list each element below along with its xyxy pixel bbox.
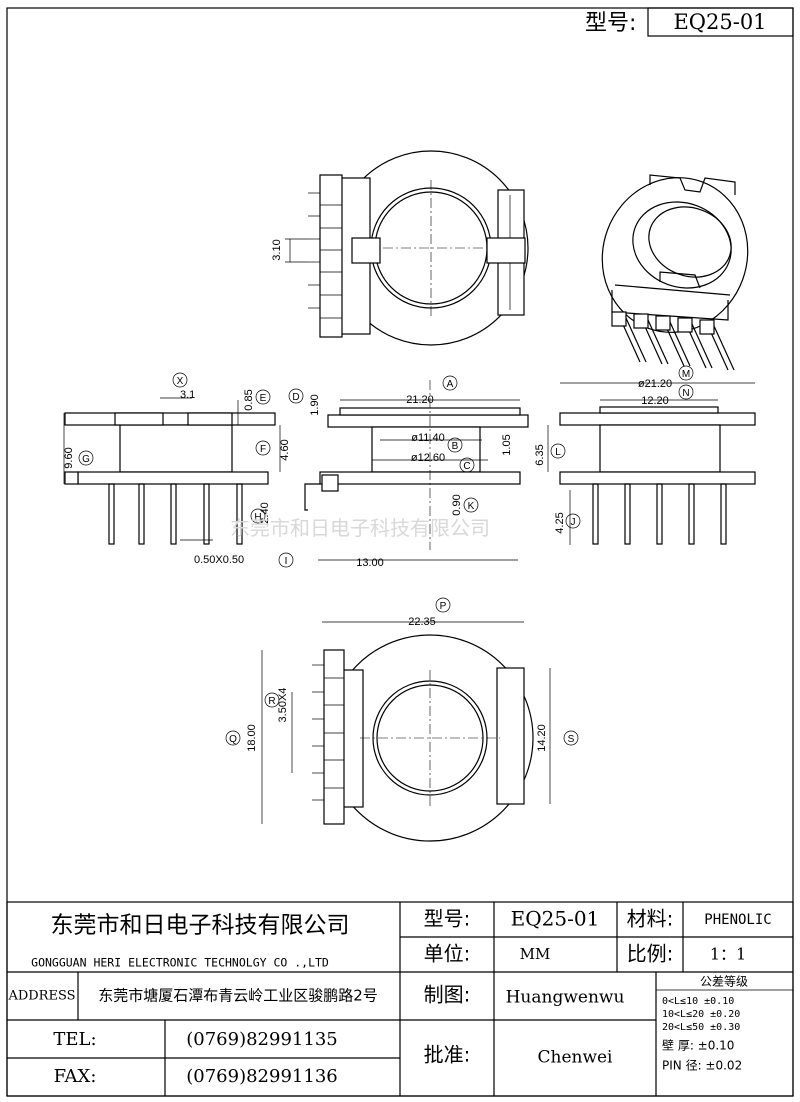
callout-a: A (442, 375, 458, 391)
company-en: GONGGUAN HERI ELECTRONIC TECHNOLGY CO .,… (31, 956, 329, 970)
svg-text:L: L (555, 447, 561, 458)
dim-inner-height: 1.05 (501, 434, 513, 455)
tolerance-1: 0<L≤10 ±0.10 (662, 996, 734, 1007)
wall-thickness: 壁 厚: ±0.10 (662, 1038, 734, 1053)
dim-j: 4.25 (554, 512, 566, 533)
callout-l: L (550, 443, 566, 459)
side-view-right: ø21.20 12.20 6.35 4.25 (534, 378, 756, 545)
callout-m: M (678, 365, 694, 381)
fax-label: FAX: (54, 1066, 97, 1087)
callout-i: I (278, 552, 294, 568)
header-model: 型号: EQ25-01 (585, 7, 794, 37)
callouts: A B C D E F G H I J K L M N P Q R S X (78, 365, 694, 746)
dim-m: ø21.20 (638, 378, 672, 390)
material-value: PHENOLIC (704, 912, 771, 928)
dim-e: 0.85 (243, 389, 255, 410)
svg-text:E: E (260, 393, 267, 404)
dim-l: 6.35 (534, 444, 546, 465)
callout-g: G (78, 450, 94, 466)
callout-c: C (459, 457, 475, 473)
material-label: 材料: (627, 907, 674, 931)
dim-g: 9.60 (63, 447, 75, 468)
top-view: 3.10 (271, 150, 529, 346)
fax-value: (0769)82991136 (186, 1066, 337, 1087)
tolerance-title: 公差等级 (700, 975, 748, 989)
dim-q: 18.00 (246, 724, 258, 752)
tel-label: TEL: (53, 1029, 96, 1050)
unit-value: MM (520, 945, 551, 963)
svg-text:B: B (452, 441, 459, 452)
dim-r: 3.50X4 (277, 688, 289, 723)
dim-width-13: 13.00 (356, 557, 384, 569)
header-model-value: EQ25-01 (673, 10, 766, 34)
svg-text:N: N (682, 388, 689, 399)
dim-n: 12.20 (641, 395, 669, 407)
drawn-value: Huangwenwu (506, 988, 625, 1008)
tb-model-label: 型号: (424, 907, 471, 931)
approved-value: Chenwei (537, 1048, 613, 1068)
svg-text:J: J (571, 517, 576, 528)
dim-top-pin-pitch: 3.10 (271, 239, 283, 260)
svg-text:S: S (568, 734, 575, 745)
dim-s: 14.20 (536, 724, 548, 752)
bottom-view: 22.35 18.00 3.50X4 14.20 (246, 616, 551, 842)
dim-c: ø12.60 (411, 452, 445, 464)
dim-f: 4.60 (279, 439, 291, 460)
callout-p: P (435, 597, 451, 613)
svg-text:K: K (468, 501, 475, 512)
approved-label: 批准: (424, 1043, 471, 1067)
tolerance-3: 20<L≤50 ±0.30 (662, 1022, 740, 1033)
header-model-label: 型号: (585, 11, 636, 36)
callout-k: K (463, 497, 479, 513)
callout-q: Q (225, 730, 241, 746)
dim-x: 3.1 (180, 389, 195, 401)
unit-label: 单位: (424, 942, 471, 966)
dim-h: 2.40 (259, 502, 271, 523)
svg-text:R: R (268, 696, 275, 707)
tolerance-2: 10<L≤20 ±0.20 (662, 1009, 740, 1020)
tel-value: (0769)82991135 (186, 1029, 337, 1050)
callout-b: B (447, 437, 463, 453)
callout-f: F (255, 440, 271, 456)
callout-j: J (565, 513, 581, 529)
dim-k: 0.90 (451, 494, 463, 515)
callout-n: N (678, 384, 694, 400)
svg-text:X: X (177, 376, 184, 387)
svg-text:I: I (285, 556, 288, 567)
tb-model-value: EQ25-01 (511, 907, 600, 931)
svg-text:F: F (260, 444, 266, 455)
svg-text:C: C (463, 461, 470, 472)
watermark: 东莞市和日电子科技有限公司 (230, 516, 490, 540)
svg-text:G: G (82, 454, 90, 465)
svg-text:M: M (682, 369, 690, 380)
callout-h: H (250, 508, 266, 524)
dim-a: 21.20 (406, 394, 434, 406)
isometric-view (601, 174, 749, 371)
address-label: ADDRESS (7, 989, 75, 1004)
svg-text:D: D (292, 392, 299, 403)
callout-d: D (288, 388, 304, 404)
dim-d: 1.90 (309, 394, 321, 415)
title-block: 东莞市和日电子科技有限公司 GONGGUAN HERI ELECTRONIC T… (6, 901, 794, 1097)
dim-b: ø11.40 (411, 432, 444, 444)
scale-value: 1：1 (710, 945, 746, 964)
svg-text:H: H (254, 512, 261, 523)
callout-x: X (172, 372, 188, 388)
company-cn: 东莞市和日电子科技有限公司 (51, 913, 350, 939)
side-view-left: 3.1 0.85 4.60 9.60 2.40 0.50X0.50 (63, 389, 291, 566)
section-view-center: 21.20 ø11.40 ø12.60 1.05 0.90 1.90 13.00 (304, 380, 529, 569)
callout-e: E (255, 389, 271, 405)
svg-text:P: P (440, 601, 447, 612)
svg-text:Q: Q (229, 734, 237, 745)
dim-p: 22.35 (408, 616, 436, 628)
scale-label: 比例: (627, 942, 674, 966)
callout-s: S (563, 730, 579, 746)
svg-text:A: A (447, 379, 454, 390)
drawn-label: 制图: (424, 983, 471, 1007)
address-value: 东莞市塘厦石潭布青云岭工业区骏鹏路2号 (98, 987, 378, 1005)
pin-diameter: PIN 径: ±0.02 (662, 1059, 742, 1073)
dim-pin-section: 0.50X0.50 (194, 554, 244, 566)
callout-r: R (264, 692, 280, 708)
